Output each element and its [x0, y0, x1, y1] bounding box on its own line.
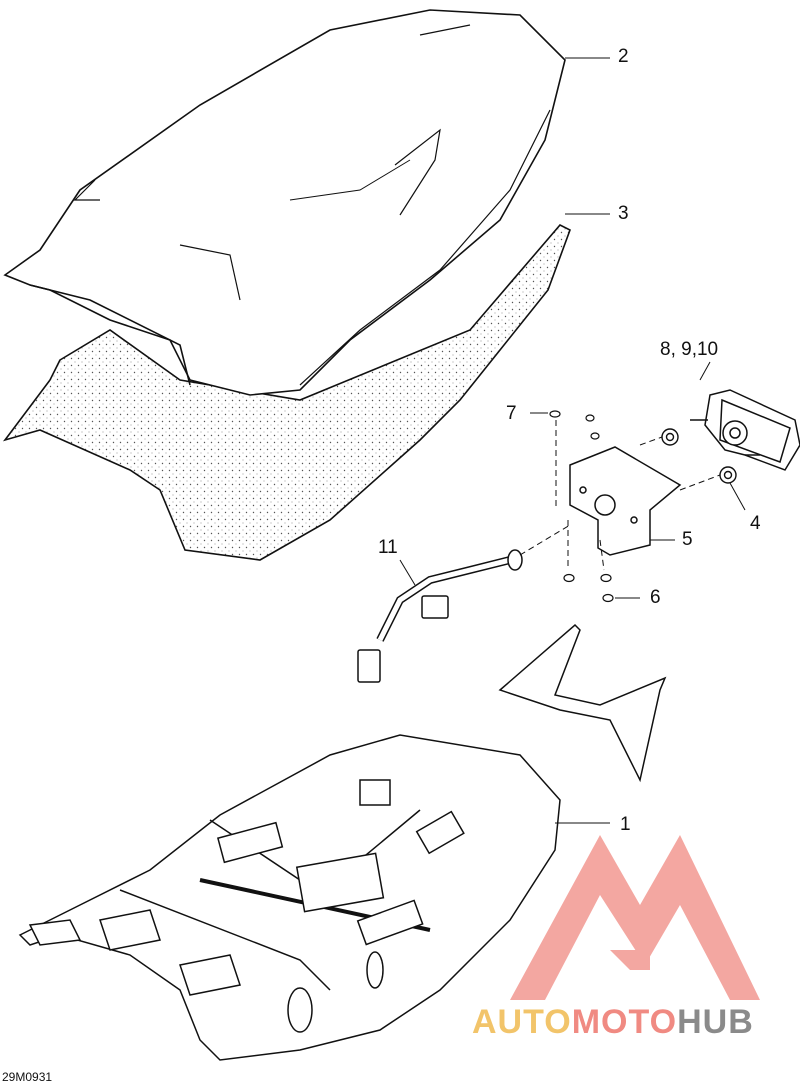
callout-6: 6 — [650, 587, 661, 608]
seat-foam-part — [2, 224, 571, 561]
watermark-part-moto: MOTO — [571, 1003, 678, 1041]
seat-base-part — [18, 734, 561, 1061]
wiring-harness-part — [357, 549, 523, 683]
tail-light-part — [690, 389, 800, 471]
reflector-part — [498, 623, 667, 783]
watermark-brand: AUTOMOTOHUB — [472, 1003, 754, 1042]
callout-11: 11 — [378, 537, 398, 558]
callout-5: 5 — [682, 529, 693, 550]
figure-code: 29M0931 — [2, 1070, 53, 1084]
seat-cover-part — [3, 9, 566, 396]
callout-8-9-10: 8, 9,10 — [660, 339, 719, 360]
watermark-part-auto: AUTO — [472, 1003, 572, 1041]
nut-part — [661, 428, 737, 484]
watermark-part-hub: HUB — [677, 1003, 754, 1041]
callout-1: 1 — [620, 814, 631, 835]
leader-lines — [399, 57, 746, 824]
triangle-logo-icon — [510, 835, 760, 1000]
bracket-part — [569, 446, 682, 556]
callout-7: 7 — [506, 403, 517, 424]
screw-part — [549, 410, 614, 603]
callout-2: 2 — [618, 46, 629, 67]
callout-4: 4 — [750, 513, 761, 534]
callout-3: 3 — [618, 203, 629, 224]
